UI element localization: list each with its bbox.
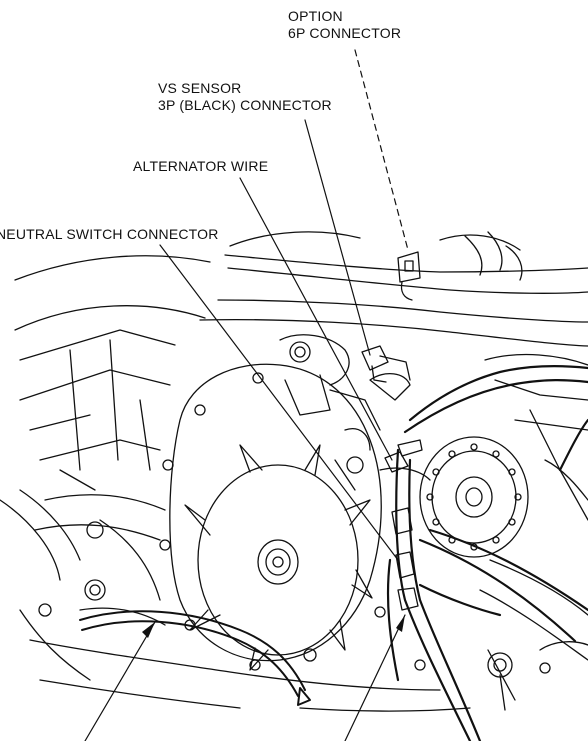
drive-sprocket <box>419 436 529 558</box>
swingarm <box>479 353 588 711</box>
leader-alternator <box>239 177 393 461</box>
leader-option <box>354 49 409 251</box>
leader-lines <box>84 49 409 741</box>
alternator-wire-clamp <box>384 439 423 473</box>
lower-cable <box>79 610 311 706</box>
leader-vs-sensor <box>304 119 371 356</box>
leader-neutral <box>159 244 399 561</box>
option-label-line1: OPTION <box>288 8 343 24</box>
vs-sensor-label: VS SENSOR 3P (BLACK) CONNECTOR <box>158 80 332 114</box>
alternator-wire-label: ALTERNATOR WIRE <box>133 158 269 174</box>
leader-bottom-right <box>344 614 406 741</box>
left-frame <box>0 329 176 581</box>
vs-sensor-connector <box>361 345 411 383</box>
alternator-cover <box>162 363 386 671</box>
lower-case <box>19 609 471 712</box>
neutral-switch-connector <box>391 507 419 611</box>
leader-bottom-left <box>84 621 156 741</box>
wire-harness <box>386 364 588 741</box>
frame-rail <box>14 231 588 347</box>
engine-case <box>38 334 431 626</box>
arrowheads <box>142 615 405 638</box>
option-label-line2: 6P CONNECTOR <box>288 25 402 41</box>
option-6p-connector <box>397 251 421 301</box>
vs-sensor-label-line2: 3P (BLACK) CONNECTOR <box>158 97 332 113</box>
vs-sensor-label-line1: VS SENSOR <box>158 80 242 96</box>
neutral-switch-label: NEUTRAL SWITCH CONNECTOR <box>0 226 219 242</box>
option-label: OPTION 6P CONNECTOR <box>288 8 401 42</box>
